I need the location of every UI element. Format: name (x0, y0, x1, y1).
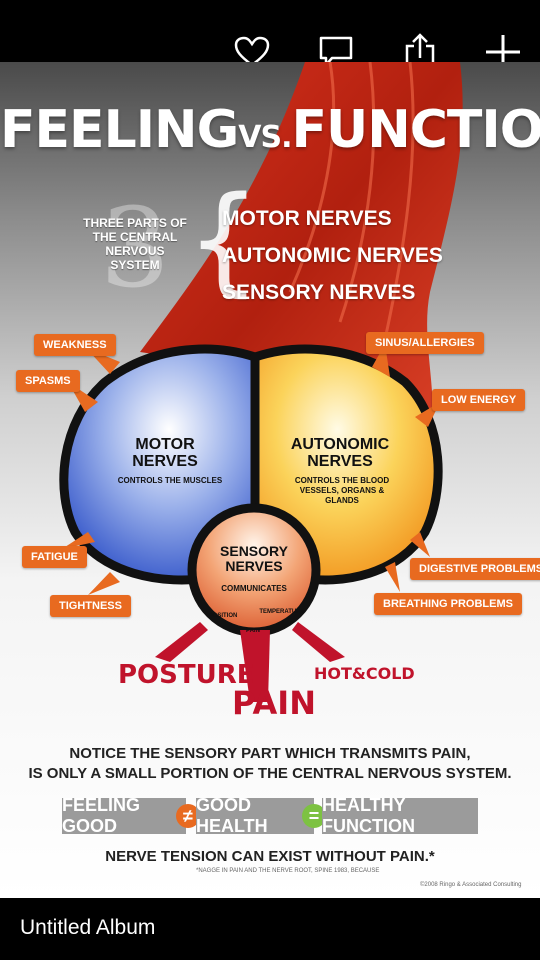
symptom-spasms: SPASMS (16, 370, 80, 392)
credit-text: ©2008 Ringo & Associated Consulting (420, 882, 522, 888)
part-sensory: SENSORY NERVES (222, 281, 416, 304)
title-function: FUNCTION (291, 100, 540, 160)
healthy-function-pill: HEALTHY FUNCTION (322, 795, 478, 836)
bottom-bar: Untitled Album (0, 898, 540, 960)
footnote-text: *NAGGE IN PAIN AND THE NERVE ROOT, SPINE… (196, 868, 380, 874)
part-autonomic: AUTONOMIC NERVES (222, 244, 443, 267)
sensory-title: SENSORY NERVES (220, 543, 288, 574)
title-feeling: FEELING (0, 100, 239, 160)
sensory-desc: COMMUNICATES (221, 584, 287, 593)
three-number: 3 (100, 184, 170, 312)
tension-text: NERVE TENSION CAN EXIST WITHOUT PAIN.* (105, 848, 435, 865)
comment-icon[interactable] (314, 30, 358, 74)
heart-icon[interactable] (230, 30, 274, 74)
sensory-position: POSITION (208, 613, 238, 619)
notice-text: NOTICE THE SENSORY PART WHICH TRANSMITS … (0, 744, 540, 784)
good-health-pill: GOOD HEALTH (196, 795, 314, 836)
motor-title: MOTOR NERVES (132, 436, 198, 470)
sensory-temperature: TEMPERATURE (259, 609, 305, 615)
motor-desc: CONTROLS THE MUSCLES (117, 476, 223, 485)
symptom-fatigue: FATIGUE (22, 546, 87, 568)
autonomic-title: AUTONOMIC NERVES (290, 436, 390, 470)
autonomic-desc: CONTROLS THE BLOOD VESSELS, ORGANS & GLA… (294, 476, 390, 505)
part-motor: MOTOR NERVES (222, 207, 392, 230)
poster-image[interactable]: FEELINGVS.FUNCTION 3 THREE PARTS OF THE … (0, 62, 540, 898)
posture-label: POSTURE (118, 660, 255, 690)
symptom-breathing-problems: BREATHING PROBLEMS (374, 593, 522, 615)
poster-title: FEELINGVS.FUNCTION (0, 100, 540, 160)
parts-list: MOTOR NERVES AUTONOMIC NERVES SENSORY NE… (222, 200, 443, 311)
title-vs: VS. (238, 120, 292, 155)
brace-icon: { (186, 170, 262, 308)
pain-label: PAIN (232, 684, 316, 722)
poster-artwork (59, 62, 463, 702)
symptom-weakness: WEAKNESS (34, 334, 116, 356)
album-title[interactable]: Untitled Album (20, 916, 156, 939)
top-toolbar (0, 0, 540, 71)
symptom-low-energy: LOW ENERGY (432, 389, 526, 411)
notice-line-2: IS ONLY A SMALL PORTION OF THE CENTRAL N… (28, 765, 512, 782)
three-parts-block: 3 THREE PARTS OF THE CENTRAL NERVOUS SYS… (80, 184, 210, 312)
symptom-sinus-allergies: SINUS/ALLERGIES (366, 332, 484, 354)
three-parts-label: THREE PARTS OF THE CENTRAL NERVOUS SYSTE… (83, 216, 187, 272)
notice-line-1: NOTICE THE SENSORY PART WHICH TRANSMITS … (69, 745, 471, 762)
hot-cold-label: HOT&COLD (314, 664, 415, 683)
symptom-tightness: TIGHTNESS (50, 595, 131, 617)
feeling-good-pill: FEELING GOOD (62, 795, 186, 836)
sensory-pain-small: PAIN (246, 628, 260, 634)
symptom-digestive-problems: DIGESTIVE PROBLEMS (410, 558, 540, 580)
